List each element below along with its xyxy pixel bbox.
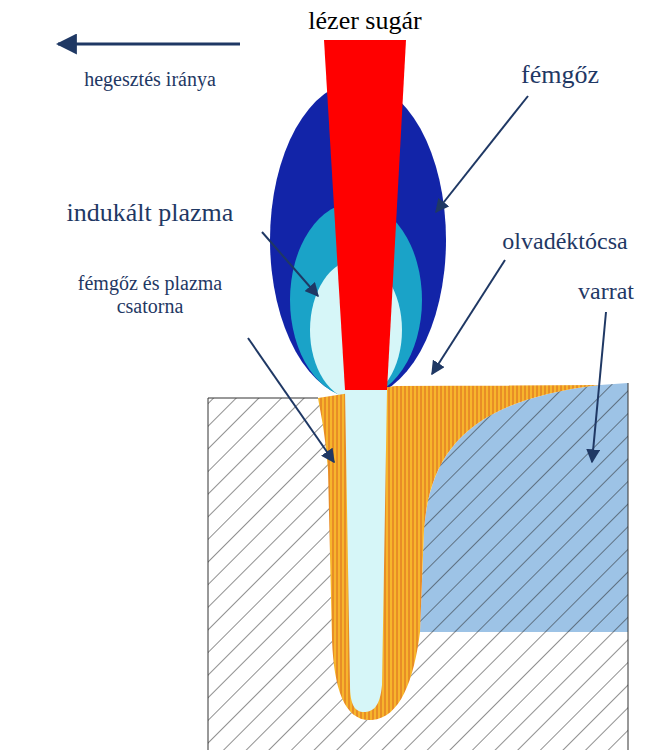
part-label: olvadéktócsa xyxy=(502,228,627,256)
leader-lines xyxy=(248,96,606,462)
workpiece-outline xyxy=(208,383,628,750)
direction-label: hegesztés iránya xyxy=(84,68,216,91)
hatching xyxy=(208,383,628,750)
part-label: varrat xyxy=(578,278,634,306)
direction-arrow xyxy=(58,43,240,46)
part-label: fémgőz és plazma csatorna xyxy=(50,272,250,318)
beam-label: lézer sugár xyxy=(308,6,421,36)
weld-pool xyxy=(318,385,600,720)
part-label: indukált plazma xyxy=(67,198,234,228)
part-label: fémgőz xyxy=(521,60,599,90)
laser-beam xyxy=(324,40,406,390)
keyhole xyxy=(345,390,387,712)
